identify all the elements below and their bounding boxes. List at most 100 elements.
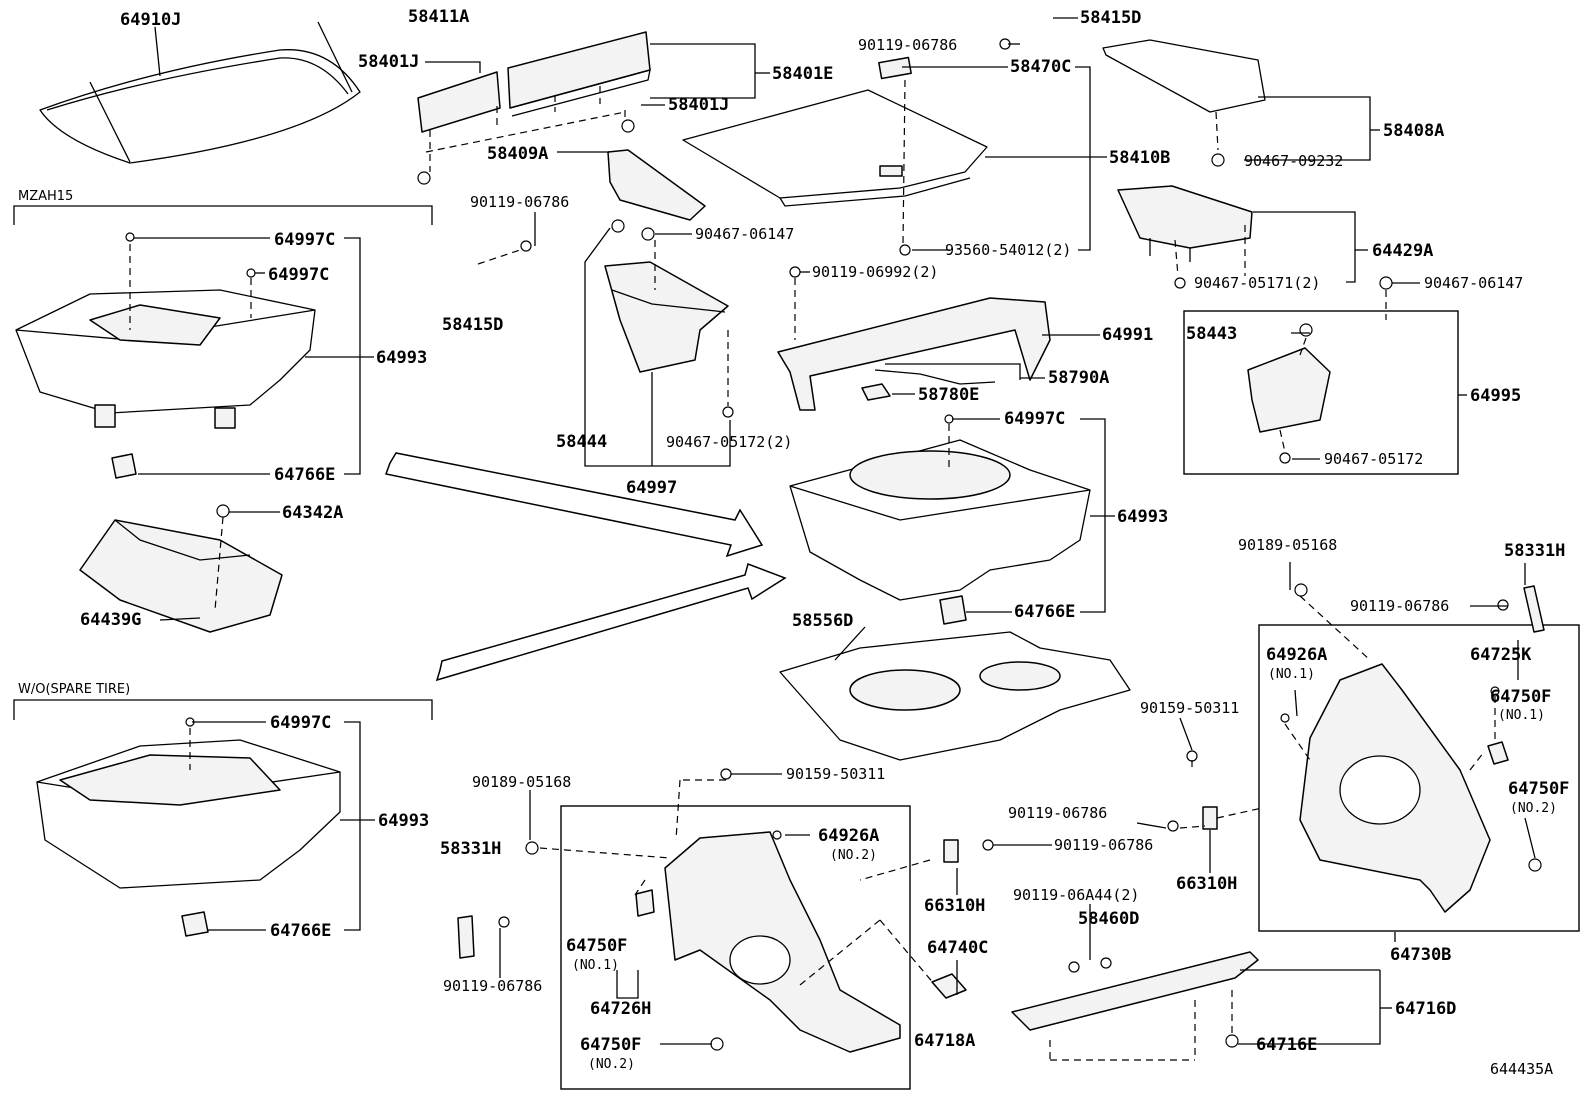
part-66310H-clip-b: [1202, 806, 1218, 830]
callout-90467-05172-a: 90467-05172(2): [666, 433, 792, 451]
part-58556D-floor-mat: [779, 631, 1131, 761]
callout-58460D: 58460D: [1078, 909, 1139, 929]
callout-644435A: 644435A: [1490, 1060, 1553, 1078]
part-64716D-sill-plate: [1011, 951, 1259, 1031]
fastener-group: [125, 38, 1542, 1051]
part-64991-cross-member: [777, 297, 1051, 411]
callout-64750F-c-note: (NO.1): [572, 958, 619, 973]
callout-64926A-a: 64926A: [1266, 645, 1327, 665]
part-64910J-tonneau-cover: [39, 21, 361, 164]
section-label-wo-spare-tire: W/O(SPARE TIRE): [18, 682, 130, 697]
part-58444-storage-bin: [604, 261, 729, 373]
part-58780E-bracket: [861, 383, 891, 401]
callout-90119-06786-f: 90119-06786: [443, 977, 542, 995]
callout-58331H-b: 58331H: [440, 839, 501, 859]
callout-90119-06786-b: 90119-06786: [470, 193, 569, 211]
part-64766E-clip-c: [939, 595, 967, 625]
part-64766E-clip-a: [111, 453, 137, 479]
callout-90119-06992: 90119-06992(2): [812, 263, 938, 281]
assembly-box-64730B: [1258, 624, 1580, 932]
callout-90119-06786-e: 90119-06786: [1054, 836, 1153, 854]
callout-64926A-b-note: (NO.2): [830, 848, 877, 863]
callout-66310H-b: 66310H: [1176, 874, 1237, 894]
callout-58780E: 58780E: [918, 385, 979, 405]
callout-58408A: 58408A: [1383, 121, 1444, 141]
callout-90119-06786-a: 90119-06786: [858, 36, 957, 54]
dashed-lines: [129, 79, 1496, 1061]
callout-64750F-d: 64750F: [580, 1035, 641, 1055]
callout-58415D-c: 58415D: [442, 315, 503, 335]
part-callouts: 64910J 58411A 58401J 58401E 58401J 58409…: [80, 7, 1569, 1078]
callout-64993-c: 64993: [378, 811, 429, 831]
part-58401E-board-right: [507, 31, 651, 117]
part-64993-tray-mzah15: [15, 289, 316, 429]
leader-lines: [134, 17, 1536, 1045]
callout-64766E-a: 64766E: [274, 465, 335, 485]
section-label-mzah15: MZAH15: [18, 189, 73, 204]
part-58331H-bracket-right: [1523, 585, 1545, 633]
part-58408A-side-deck: [1102, 39, 1266, 113]
callout-58411A: 58411A: [408, 7, 469, 27]
part-64718A-panel: [931, 973, 967, 999]
callout-64750F-a: 64750F: [1490, 687, 1551, 707]
callout-58331H-a: 58331H: [1504, 541, 1565, 561]
callout-58401E: 58401E: [772, 64, 833, 84]
callout-64716E: 64716E: [1256, 1035, 1317, 1055]
callout-93560-54012: 93560-54012(2): [945, 241, 1071, 259]
callout-90467-05172-b: 90467-05172: [1324, 450, 1423, 468]
callout-64730B: 64730B: [1390, 945, 1451, 965]
callout-64926A-a-note: (NO.1): [1268, 667, 1315, 682]
callout-58415D-a: 58415D: [1080, 8, 1141, 28]
callout-64750F-c: 64750F: [566, 936, 627, 956]
part-64725K-bracket: [1487, 741, 1509, 765]
callout-64342A: 64342A: [282, 503, 343, 523]
callout-58401J-a: 58401J: [358, 52, 419, 72]
callout-90189-05168-b: 90189-05168: [472, 773, 571, 791]
callout-64716D: 64716D: [1395, 999, 1456, 1019]
section-bracket-wo-spare-tire: [13, 699, 433, 720]
part-64726H-bracket: [635, 889, 655, 917]
callout-90189-05168-a: 90189-05168: [1238, 536, 1337, 554]
callout-90159-50311-b: 90159-50311: [786, 765, 885, 783]
callout-64766E-b: 64766E: [1014, 602, 1075, 622]
callout-58401J-b: 58401J: [668, 95, 729, 115]
callout-64997C-c: 64997C: [1004, 409, 1065, 429]
callout-58556D: 58556D: [792, 611, 853, 631]
callout-64993-b: 64993: [1117, 507, 1168, 527]
arrow-mzah15-to-main: [384, 452, 764, 558]
callout-64997: 64997: [626, 478, 677, 498]
callout-64429A: 64429A: [1372, 241, 1433, 261]
callout-90119-06786-d: 90119-06786: [1008, 804, 1107, 822]
callout-58470C: 58470C: [1010, 57, 1071, 77]
callout-90119-06A44: 90119-06A44(2): [1013, 886, 1139, 904]
callout-90467-05171: 90467-05171(2): [1194, 274, 1320, 292]
callout-64750F-b: 64750F: [1508, 779, 1569, 799]
part-58401J-board-left: [417, 71, 501, 133]
callout-58409A: 58409A: [487, 144, 548, 164]
callout-66310H-a: 66310H: [924, 896, 985, 916]
callout-64997C-b: 64997C: [268, 265, 329, 285]
callout-64439G: 64439G: [80, 610, 141, 630]
callout-58790A: 58790A: [1048, 368, 1109, 388]
part-64439G-support: [79, 519, 283, 633]
callout-64725K: 64725K: [1470, 645, 1532, 665]
part-64993-tray-main: [789, 439, 1091, 601]
part-58409A-panel: [607, 149, 706, 221]
callout-64926A-b: 64926A: [818, 826, 879, 846]
part-64429A-bracket: [1117, 185, 1253, 262]
callout-90467-09232: 90467-09232: [1244, 152, 1343, 170]
callout-64995: 64995: [1470, 386, 1521, 406]
part-58790A-wire: [874, 369, 996, 385]
part-58410B-deck-board: [682, 89, 988, 207]
callout-64750F-b-note: (NO.2): [1510, 801, 1557, 816]
callout-90467-06147-b: 90467-06147: [1424, 274, 1523, 292]
section-bracket-mzah15: [13, 205, 433, 225]
part-66310H-clip-a: [943, 839, 959, 863]
callout-58443: 58443: [1186, 324, 1237, 344]
callout-64910J: 64910J: [120, 10, 181, 30]
arrow-wo-spare-to-main: [435, 563, 787, 682]
callout-64993-a: 64993: [376, 348, 427, 368]
part-58470C-hook: [878, 56, 912, 80]
callout-64750F-a-note: (NO.1): [1498, 708, 1545, 723]
